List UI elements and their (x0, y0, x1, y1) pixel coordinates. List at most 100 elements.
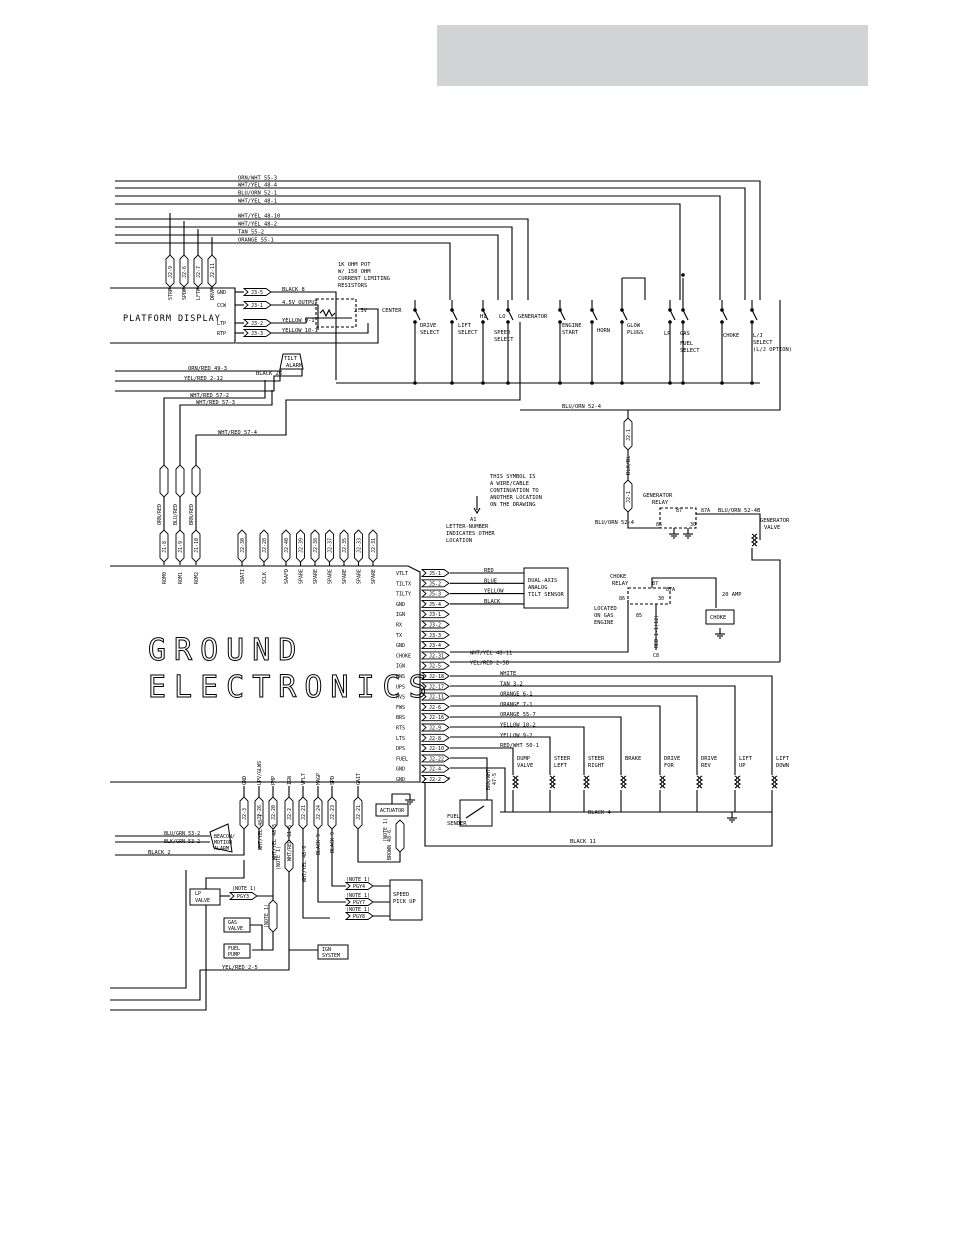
choke-label: CHOKE (710, 615, 726, 621)
fuse-label: 20 AMP (722, 592, 741, 598)
wire (115, 369, 303, 392)
junction-dot (681, 273, 685, 277)
platform-display-frame (110, 287, 236, 344)
ge-connector (420, 651, 450, 660)
junction-dot (681, 381, 685, 385)
ge-wire-label: RED/WHT 50-1 (500, 743, 539, 749)
connector-label: J3-4 (429, 643, 441, 649)
platform-pin: LTP (217, 321, 226, 327)
generator-relay-label: GENERATOR (643, 493, 673, 499)
ge-pin-label: IGN (396, 612, 405, 618)
junction-dot (413, 381, 417, 385)
connector-label: J2-30 (240, 538, 246, 553)
spare-connector (310, 529, 320, 563)
junction-dot (720, 308, 724, 312)
valve-label: DOWN (776, 763, 789, 769)
connector-label: J2-23 (330, 805, 336, 820)
relay-pin: 87 (652, 581, 658, 587)
ge-connector (420, 713, 450, 722)
tilt-alarm (279, 353, 304, 370)
top-wire-label: ORN/WHT 55-3 (238, 176, 277, 182)
ge-wire-label: YEL/RED 2-5B (470, 661, 509, 667)
lp-valve-label: LP (195, 891, 201, 897)
valve-wire (450, 716, 622, 775)
bottom-connector (353, 796, 363, 830)
tilt-sensor-label: TILT SENSOR (528, 592, 564, 598)
connector-label: J2-31 (371, 538, 377, 553)
connector-label: J2-1 (626, 491, 632, 503)
top-wire-label: ORANGE 55-1 (238, 238, 274, 244)
junction-dot (620, 308, 624, 312)
mid-wire-label: BLK/BL (626, 456, 632, 475)
junction-dot (590, 320, 594, 324)
ign-system (317, 944, 349, 960)
platform-pin-label: DRVP (210, 288, 216, 300)
connector-label: J2-31 (429, 653, 444, 659)
valve-coil (511, 775, 516, 789)
beacon-label: ALARM (214, 846, 229, 852)
ge-pin-label: GND (396, 777, 405, 783)
symbol-note: CONTINUATION TO (490, 488, 539, 494)
top-wire-label: WHT/YEL 48-2 (238, 222, 277, 228)
connector-label: J2-6 (182, 266, 188, 278)
connector-label: J3-2 (429, 623, 441, 629)
junction-dot (481, 308, 485, 312)
connector-label: J2-5 (429, 664, 441, 670)
bottom-wire-label: YEL/RED 2-5 (222, 965, 258, 971)
ge-wire-label: YELLOW 9-2 (500, 733, 532, 739)
pot-note: RESISTORS (338, 283, 367, 289)
switch-label: LIFT (458, 323, 472, 329)
wire (627, 512, 660, 529)
platform-wire-label: YELLOW 9-1 (282, 318, 314, 324)
switch-blade (559, 309, 566, 321)
generator-wire-label: BLU/ORN 52-4B (718, 508, 760, 514)
generator-valve-label: GENERATOR (760, 518, 790, 524)
mid-wire-label: BLU/ORN 52-4 (562, 404, 601, 410)
symbol-note: LETTER-NUMBER (446, 524, 489, 530)
tilt-sensor (523, 567, 569, 609)
connector-label: J2-11 (429, 695, 444, 701)
speed-connector (344, 882, 374, 890)
relay-pin: 86 (619, 596, 625, 602)
rom-label: ROM0 (162, 572, 168, 584)
switch-blade (669, 309, 676, 321)
ign-system-label: IGN (322, 947, 331, 953)
connector-label: J2-24 (316, 805, 322, 820)
bottom-wire-label: WHT/RED 51-5 (287, 825, 293, 861)
ge-pin-label: CHOKE (396, 653, 411, 659)
gas-valve (223, 917, 251, 933)
ge-wire-label: YELLOW 10-2 (500, 723, 536, 729)
valve-label: BRAKE (625, 756, 641, 762)
bottom-connector (298, 796, 308, 830)
ge-pin-label: UPS (396, 684, 405, 690)
valve-label: STEER (588, 756, 605, 762)
top-wire-label: BLU/ORN 52-1 (238, 191, 277, 197)
wire (110, 860, 245, 1011)
wire (271, 317, 352, 324)
connector-label: J2-28 (262, 538, 268, 553)
fuel-pump (223, 943, 251, 959)
switch-blade (751, 309, 758, 321)
tilt-alarm-label: ALARM (286, 363, 303, 369)
relay-pin: 86 (656, 522, 662, 528)
ge-wire-label: RED (484, 568, 494, 574)
wire (252, 932, 274, 951)
switch-label: SELECT (680, 348, 700, 354)
tilt-sensor-label: DUAL-AXIS (528, 578, 557, 584)
valve-label: STEER (554, 756, 571, 762)
valve-wire (450, 675, 773, 775)
ge-connector (420, 641, 450, 650)
actuator-connector (395, 819, 405, 853)
switch-label: FUEL (680, 341, 693, 347)
connector-label: J1-10 (194, 538, 200, 553)
connector-label: J2-9 (168, 266, 174, 278)
pot-note: CURRENT LIMITING (338, 276, 390, 282)
connector-label: J2-4 (429, 767, 441, 773)
spare-label: SPARE (328, 569, 334, 584)
ge-wire-label: ORANGE 7-1 (500, 702, 532, 708)
junction-dot (558, 320, 562, 324)
bottom-pin-label: PMP (271, 776, 277, 785)
continuation-arrow (473, 507, 481, 515)
rom-connector-top (159, 464, 169, 498)
spare-label: SAAFD (284, 569, 290, 584)
